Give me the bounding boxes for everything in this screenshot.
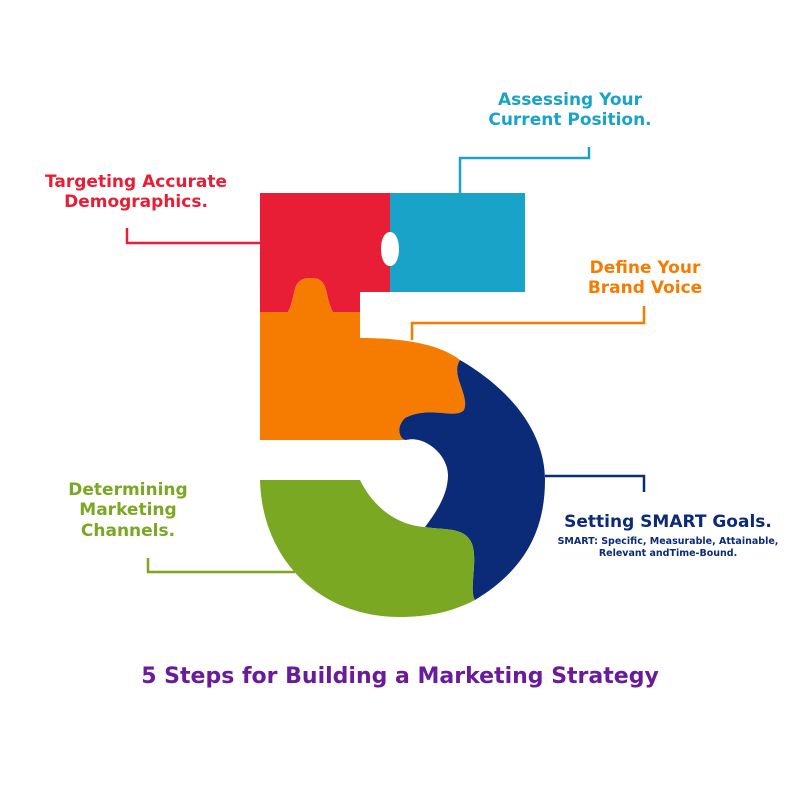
step-label-subtitle-line: SMART: Specific, Measurable, Attainable, — [557, 536, 779, 548]
connector-channels — [146, 558, 295, 574]
step-label-line: Marketing — [79, 500, 177, 521]
step-label-title: Setting SMART Goals. — [564, 512, 772, 532]
puzzle-piece-green — [260, 480, 475, 617]
step-label-subtitle: SMART: Specific, Measurable, Attainable,… — [548, 536, 788, 560]
step-label-line: Brand Voice — [587, 278, 703, 299]
step-label-line: Current Position. — [488, 110, 652, 131]
step-label-line: Channels. — [80, 520, 176, 541]
step-label-line: Assessing Your — [497, 90, 643, 110]
step-label-line: Demographics. — [64, 192, 208, 213]
step-label-line: Define Your — [589, 258, 701, 278]
step-label-line: Determining — [68, 480, 188, 500]
connector-brand — [410, 306, 646, 340]
step-label-line: Targeting Accurate — [44, 172, 228, 192]
step-label-target: Targeting Accurate Demographics. — [36, 172, 236, 213]
step-label-smart: Setting SMART Goals. SMART: Specific, Me… — [548, 512, 788, 560]
puzzle-piece-navy — [399, 360, 545, 600]
connector-assess — [458, 147, 591, 193]
connector-target — [125, 228, 260, 245]
connector-smart — [545, 474, 646, 492]
puzzle-piece-orange — [260, 278, 466, 440]
step-label-channels: Determining Marketing Channels. — [48, 480, 208, 541]
step-label-assess: Assessing Your Current Position. — [480, 90, 660, 131]
step-label-subtitle-line: Relevant andTime-Bound. — [598, 548, 738, 560]
footer-title: 5 Steps for Building a Marketing Strateg… — [141, 664, 659, 689]
step-label-brand: Define Your Brand Voice — [570, 258, 720, 299]
puzzle-piece-red — [260, 193, 390, 312]
puzzle-piece-teal — [390, 193, 525, 292]
